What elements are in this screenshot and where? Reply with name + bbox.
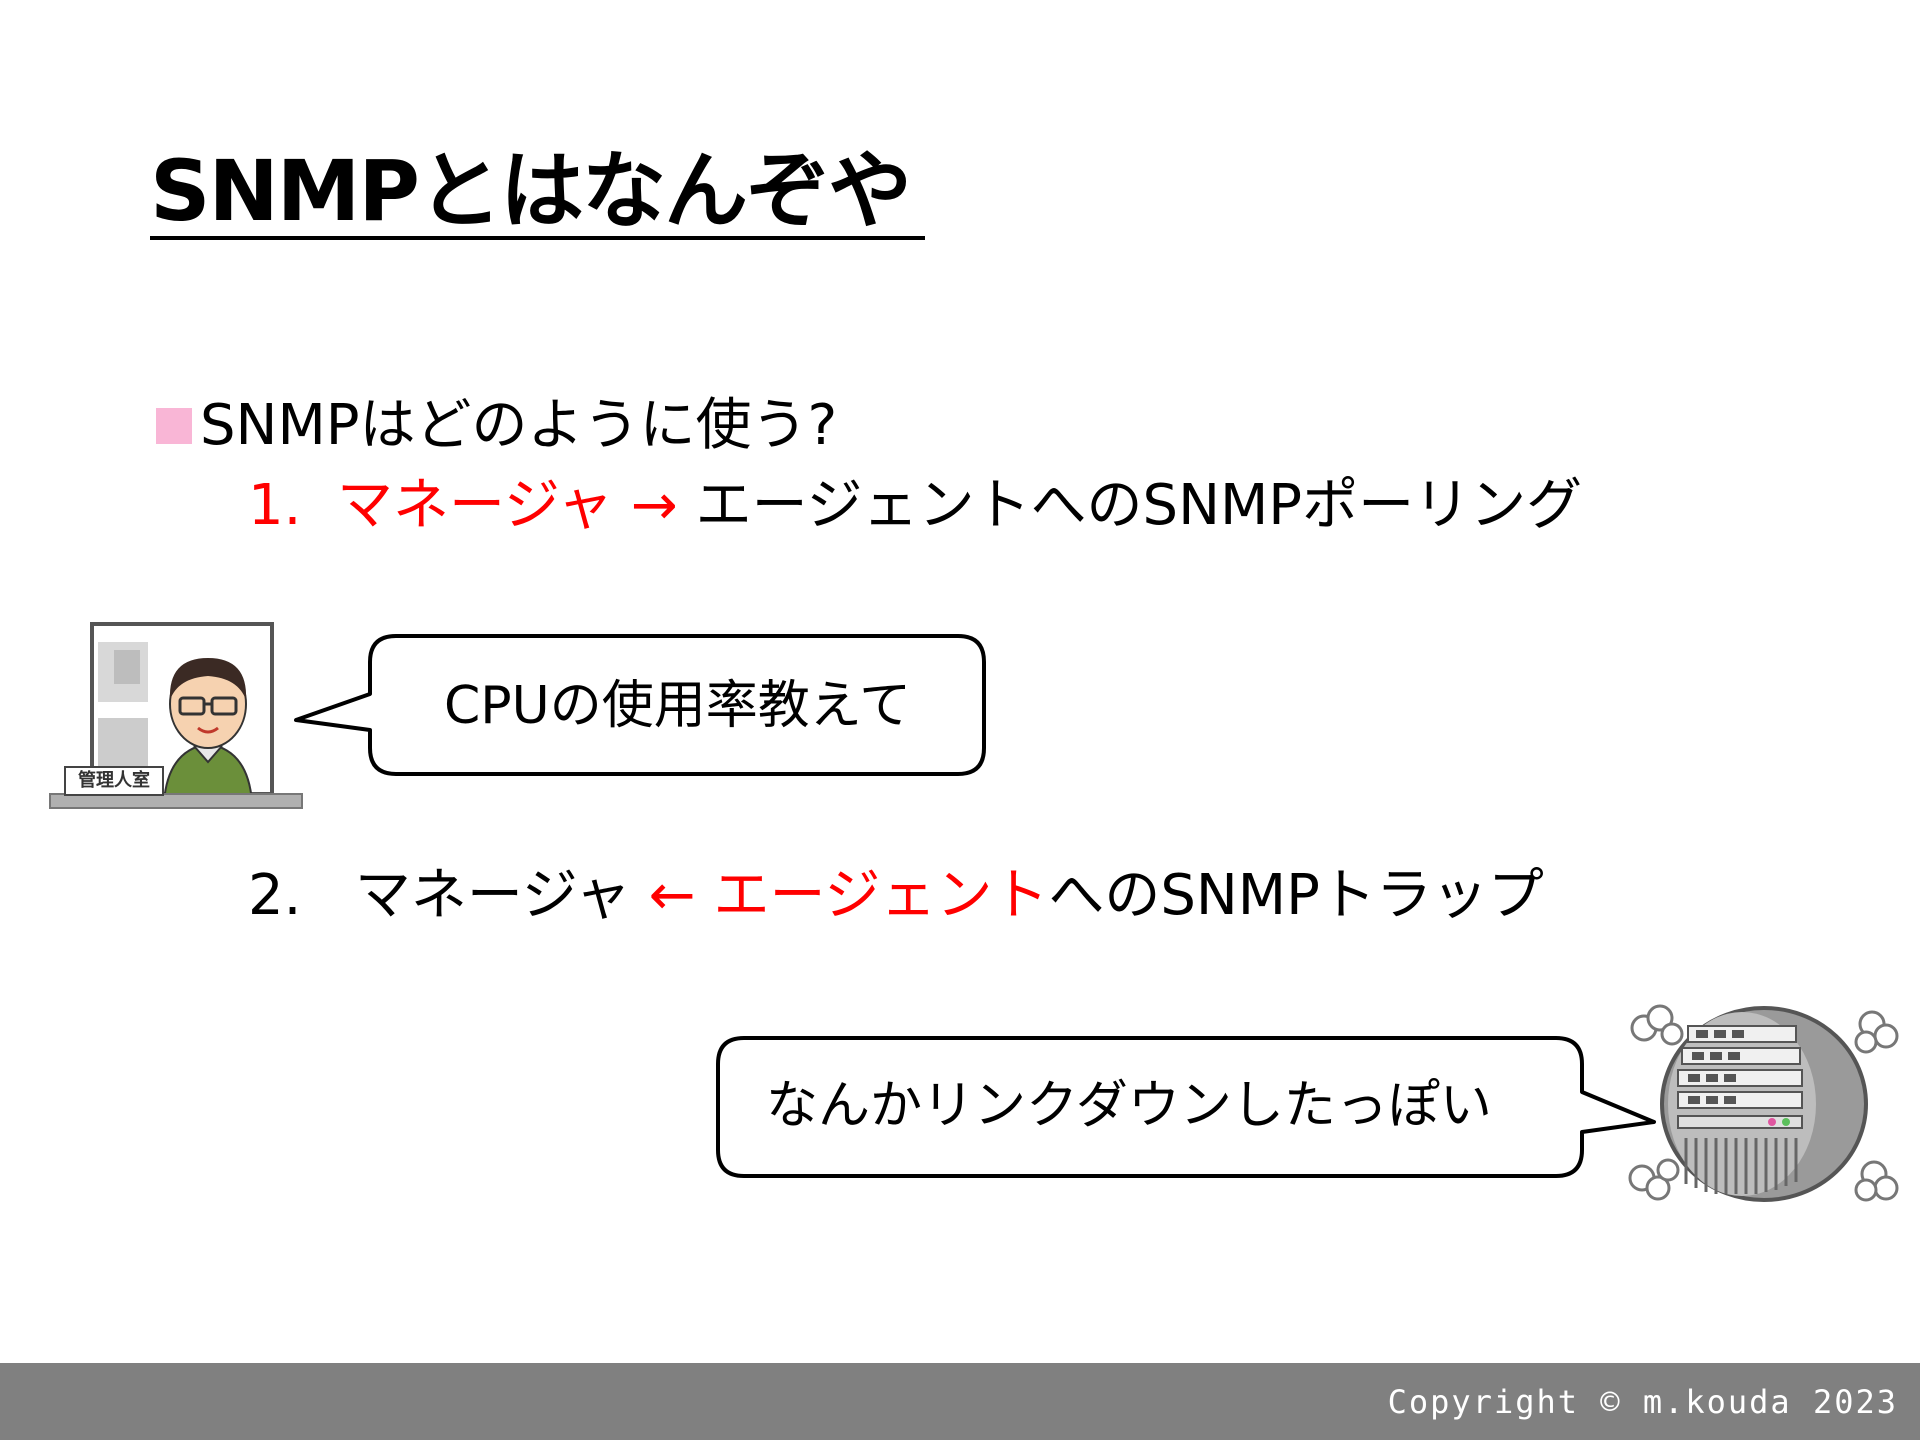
item-number: 2. [248, 863, 302, 928]
title-underline [150, 236, 925, 240]
item-manager: マネージャ [354, 863, 631, 928]
speech-bubble-right-icon [716, 1036, 1656, 1178]
item-description: エージェントへのSNMPポーリング [677, 473, 1583, 538]
slide-title: SNMPとはなんぞや [150, 142, 912, 240]
item-direction: マネージャ → [337, 473, 678, 538]
manager-speech-text: CPUの使用率教えて [444, 676, 912, 736]
angry-server-icon [1628, 1004, 1899, 1202]
list-item-polling: 1. マネージャ → エージェントへのSNMPポーリング [248, 472, 1582, 539]
item-description: へのSNMPトラップ [1048, 863, 1544, 928]
item-direction: ← エージェント [648, 863, 1049, 928]
section-heading-text: SNMPはどのように使う? [200, 393, 838, 458]
manager-speech-bubble: CPUの使用率教えて [290, 630, 990, 780]
manager-room-sign: 管理人室 [64, 766, 164, 796]
copyright-text: Copyright © m.kouda 2023 [1387, 1383, 1898, 1421]
pink-bullet-icon [156, 408, 192, 444]
footer-bar: Copyright © m.kouda 2023 [0, 1363, 1920, 1440]
item-number: 1. [248, 473, 302, 538]
server-illustration [1622, 998, 1902, 1208]
agent-speech-bubble: なんかリンクダウンしたっぽい [714, 1032, 1674, 1182]
agent-speech-text: なんかリンクダウンしたっぽい [766, 1076, 1492, 1136]
speech-bubble-left-icon [294, 634, 986, 776]
section-heading: SNMPはどのように使う? [156, 392, 837, 459]
list-item-trap: 2. マネージャ ← エージェントへのSNMPトラップ [248, 862, 1544, 929]
manager-illustration: 管理人室 [48, 622, 304, 812]
